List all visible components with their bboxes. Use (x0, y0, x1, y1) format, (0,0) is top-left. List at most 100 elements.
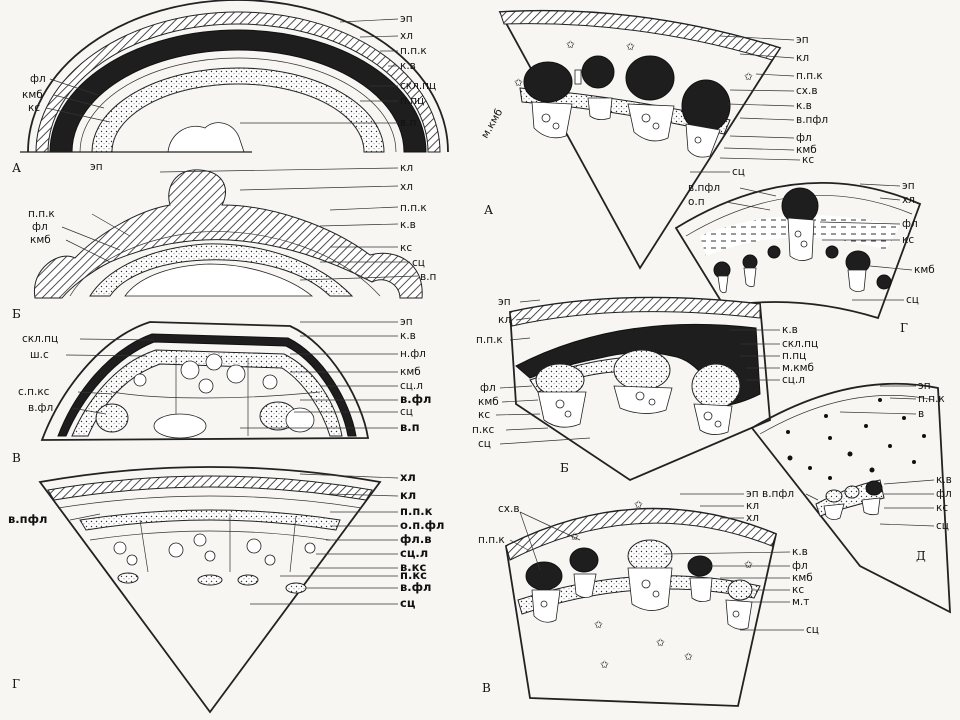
svg-text:✩: ✩ (626, 41, 635, 53)
label-opfl: о.п.фл (400, 518, 444, 532)
label-kmb: кмб (792, 572, 813, 584)
panel-label: В (482, 681, 491, 695)
epidermis-band (509, 297, 761, 327)
svg-text:✩: ✩ (656, 637, 665, 649)
sclerenchyma-ring (49, 29, 427, 153)
svg-text:✩: ✩ (684, 651, 693, 663)
label-vp: в.п (400, 420, 420, 434)
label-fl: фл (30, 73, 46, 85)
figure-d-right: эп п.п.к в к.в фл в.пфл кс сц Д (750, 380, 952, 614)
label-sc: сц (806, 624, 819, 636)
label-vfl-right: в.фл (400, 392, 431, 406)
panel-label: Г (900, 321, 908, 335)
label-kmb: кмб (30, 234, 51, 246)
label-sc: сц (478, 438, 491, 450)
cambium-line (89, 530, 331, 541)
label-sc: сц (400, 406, 413, 418)
label-kv: к.в (796, 100, 812, 112)
label-ppk: п.п.к (476, 334, 503, 346)
label-sc: сц (936, 520, 949, 532)
label-ks: кс (902, 234, 914, 246)
label-fl: фл (792, 560, 808, 572)
label-ep: эп (746, 488, 759, 500)
epidermis-band (499, 10, 781, 61)
label-kl: кл (796, 52, 809, 64)
label-v: в (918, 408, 924, 420)
label-vks: в.кс (400, 560, 426, 574)
label-ep: эп (796, 34, 809, 46)
label-kv: к.в (782, 324, 798, 336)
cambium-line (111, 83, 365, 153)
label-flv: фл.в (400, 532, 431, 546)
label-ks: кс (792, 584, 804, 596)
label-kmb: кмб (22, 89, 43, 101)
collenchyma-line (57, 495, 363, 509)
panel-label: Г (12, 677, 20, 691)
label-shv: сх.в (498, 503, 520, 515)
panel-label: А (484, 203, 493, 217)
panel-label: Б (560, 461, 569, 475)
label-ks: кс (400, 242, 412, 254)
phloem-band (71, 349, 343, 437)
label-ep: эп (498, 296, 511, 308)
label-scl: сц.л (400, 546, 428, 560)
label-mkmb: м.кмб (782, 362, 814, 374)
svg-text:✩: ✩ (634, 499, 643, 511)
label-hl: хл (400, 470, 416, 484)
label-vpfl: в.пфл (8, 512, 47, 526)
label-vp: в.п (420, 271, 436, 283)
label-pks: п.кс (472, 424, 495, 436)
label-ep: эп (400, 316, 413, 328)
figure-b-right: эп кл п.п.к к.в скл.пц п.пц м.кмб сц.л ф… (472, 296, 818, 482)
label-kv: к.в (400, 330, 416, 342)
label-scl: сц.л (400, 380, 423, 392)
label-shs: ш.с (30, 349, 49, 361)
label-kl: кл (746, 500, 759, 512)
label-ks: кс (28, 102, 40, 114)
label-vp: в.п (400, 117, 416, 129)
svg-text:✩: ✩ (744, 559, 753, 571)
stem-outline (40, 321, 370, 441)
label-kmb: кмб (914, 264, 935, 276)
svg-text:✩: ✩ (566, 39, 575, 51)
figure-g-right: в.пфл о.п эп хл фл кс кмб сц Г (674, 180, 935, 335)
phloem-band (519, 87, 731, 135)
label-vfl: в.фл (400, 580, 431, 594)
label-sc: сц (906, 294, 919, 306)
label-fl: фл (480, 382, 496, 394)
label-kmb: кмб (796, 144, 817, 156)
label-ppk-left: п.п.к (28, 208, 55, 220)
label-ppk: п.п.к (400, 504, 433, 518)
panel-label: Б (12, 307, 21, 321)
figure-v-right: ✩✩ ✩✩ ✩✩ ✩ сх.в п.п.к эп кл хл к.в фл км… (478, 488, 819, 707)
figure-b-left: эп кл хл п.п.к фл кмб п.п.к к.в кс сц в.… (12, 161, 436, 321)
label-hl: хл (400, 181, 413, 193)
label-sklpc: скл.пц (22, 333, 58, 345)
label-nfl: н.фл (400, 348, 426, 360)
label-ep: эп (918, 380, 931, 392)
label-hl: хл (902, 194, 915, 206)
label-ppk: п.п.к (918, 393, 945, 405)
label-pks: п.кс (400, 568, 427, 582)
label-vpfl: в.пфл (796, 114, 828, 126)
label-kv: к.в (400, 219, 416, 231)
cambium-line (111, 391, 321, 399)
label-mt: м.т (792, 596, 809, 608)
label-fl: фл (936, 488, 952, 500)
epidermis-band (505, 508, 777, 561)
label-ks: кс (936, 502, 948, 514)
chlorenchyma-band (47, 475, 373, 501)
label-sklpc: скл.пц (400, 80, 436, 92)
figure-a-right: ✩✩ ✩✩ эп кл п.п.к сх.в к.в в.пфл м.кмб ф… (479, 9, 828, 270)
label-ppk-right: п.п.к (400, 202, 427, 214)
figure-v-left: эп скл.пц ш.с с.п.кс в.фл к.в н.фл кмб с… (12, 316, 431, 465)
inner-boundary (69, 231, 381, 297)
label-ppk: п.п.к (796, 70, 823, 82)
label-ppc: п.пц (400, 95, 424, 107)
outer-cortex (34, 169, 423, 299)
svg-text:✩: ✩ (570, 531, 579, 543)
pericycle-line (79, 57, 397, 153)
label-ppc: п.пц (782, 350, 806, 362)
